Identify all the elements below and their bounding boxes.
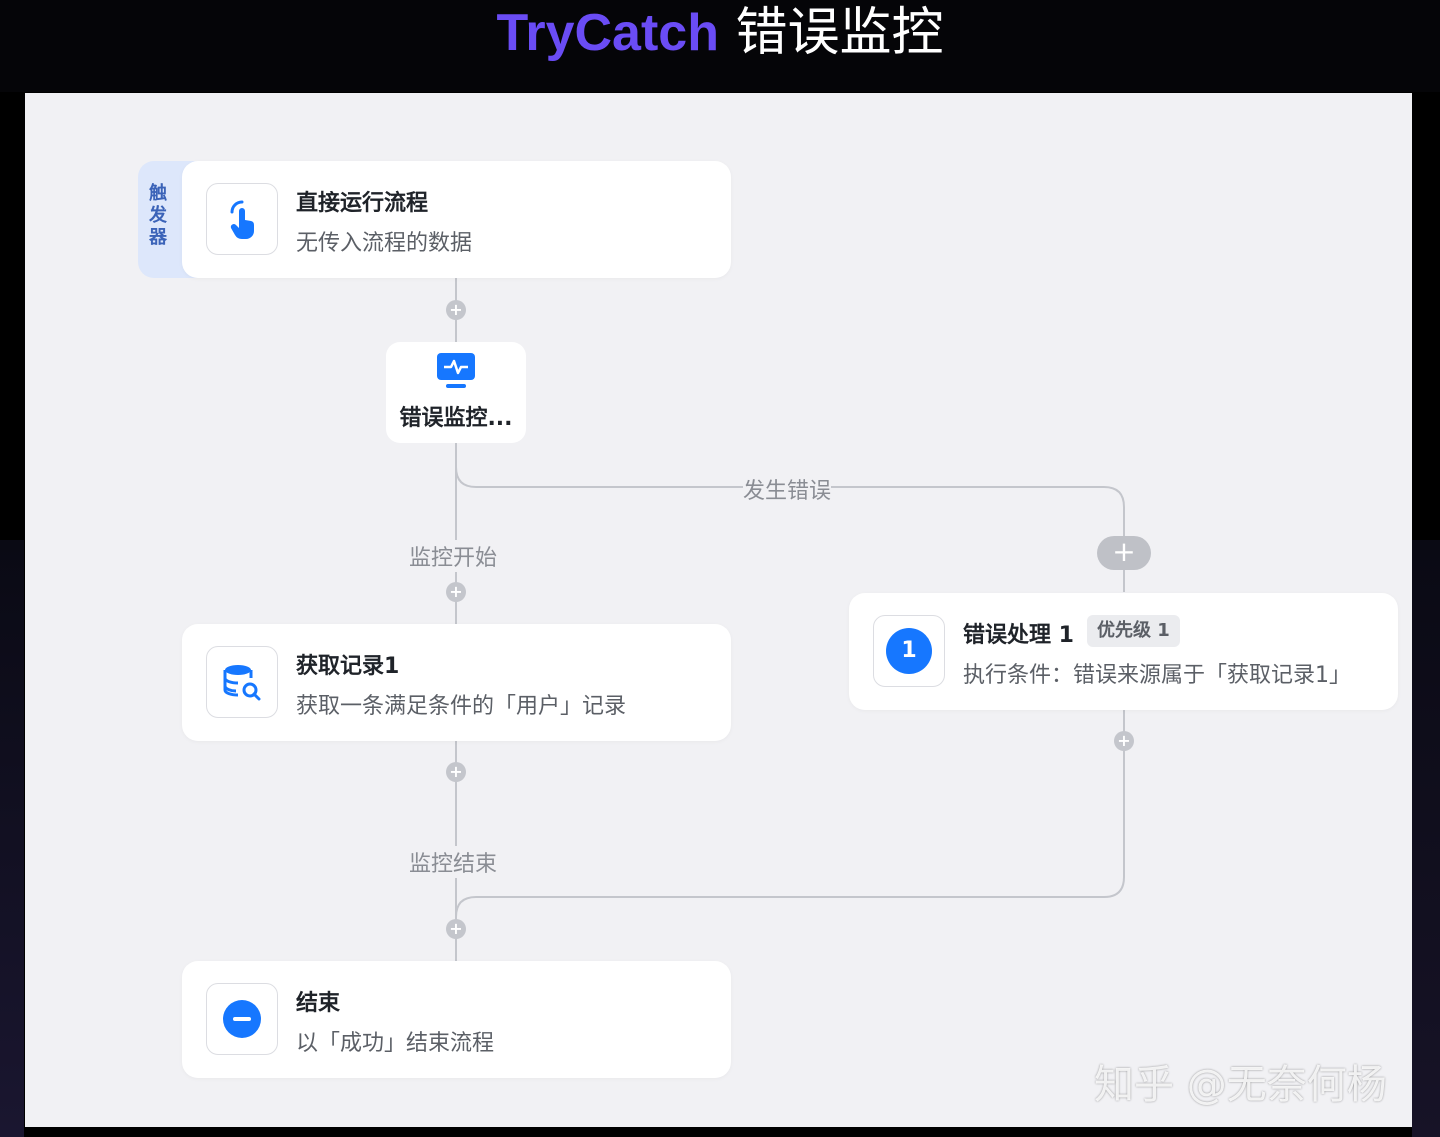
- title-english: TryCatch: [496, 4, 719, 62]
- minus-circle-icon: [206, 983, 278, 1055]
- get-record-title: 获取记录1: [296, 654, 400, 679]
- add-step-button[interactable]: +: [446, 582, 466, 602]
- background-glow-left: [0, 540, 24, 1137]
- node-direct-run[interactable]: 直接运行流程 无传入流程的数据: [182, 161, 731, 278]
- error-handler-title: 错误处理 1: [963, 623, 1074, 648]
- node-error-handler[interactable]: 1 错误处理 1 优先级 1 执行条件：错误来源属于「获取记录1」: [849, 593, 1398, 710]
- add-step-button[interactable]: +: [446, 919, 466, 939]
- error-handler-desc: 执行条件：错误来源属于「获取记录1」: [963, 663, 1351, 688]
- node-end[interactable]: 结束 以「成功」结束流程: [182, 961, 731, 1078]
- number-circle-icon: 1: [873, 615, 945, 687]
- node-error-monitor[interactable]: 错误监控...: [386, 342, 526, 443]
- edge-label-monitor-end: 监控结束: [409, 846, 498, 878]
- database-search-icon: [206, 646, 278, 718]
- end-desc: 以「成功」结束流程: [296, 1031, 495, 1056]
- priority-badge: 优先级 1: [1087, 615, 1180, 647]
- title-bar: [0, 0, 1440, 92]
- title-chinese: 错误监控: [735, 3, 944, 63]
- get-record-desc: 获取一条满足条件的「用户」记录: [296, 694, 627, 719]
- add-step-button[interactable]: +: [446, 300, 466, 320]
- trigger-label: 触发器: [149, 183, 167, 248]
- handler-number: 1: [886, 628, 932, 674]
- flow-canvas: 触发器 直接运行流程 无传入流程的数据 + 错误监控... 发生错误 监控开始 …: [25, 93, 1412, 1127]
- page-title: TryCatch 错误监控: [0, 2, 1440, 64]
- add-step-button[interactable]: +: [446, 762, 466, 782]
- end-title: 结束: [296, 991, 341, 1016]
- monitor-pulse-icon: [437, 353, 475, 388]
- background-glow-right: [1412, 540, 1440, 1137]
- error-monitor-title: 错误监控...: [399, 406, 513, 431]
- direct-run-desc: 无传入流程的数据: [296, 231, 473, 256]
- add-error-branch-button[interactable]: +: [1097, 536, 1151, 570]
- edge-label-error: 发生错误: [743, 473, 832, 505]
- tap-hand-icon: [206, 183, 278, 255]
- direct-run-title: 直接运行流程: [296, 191, 429, 216]
- watermark: 知乎 @无奈何杨: [1094, 1062, 1387, 1108]
- add-step-button[interactable]: +: [1114, 731, 1134, 751]
- node-get-record[interactable]: 获取记录1 获取一条满足条件的「用户」记录: [182, 624, 731, 741]
- edge-label-monitor-start: 监控开始: [409, 540, 498, 572]
